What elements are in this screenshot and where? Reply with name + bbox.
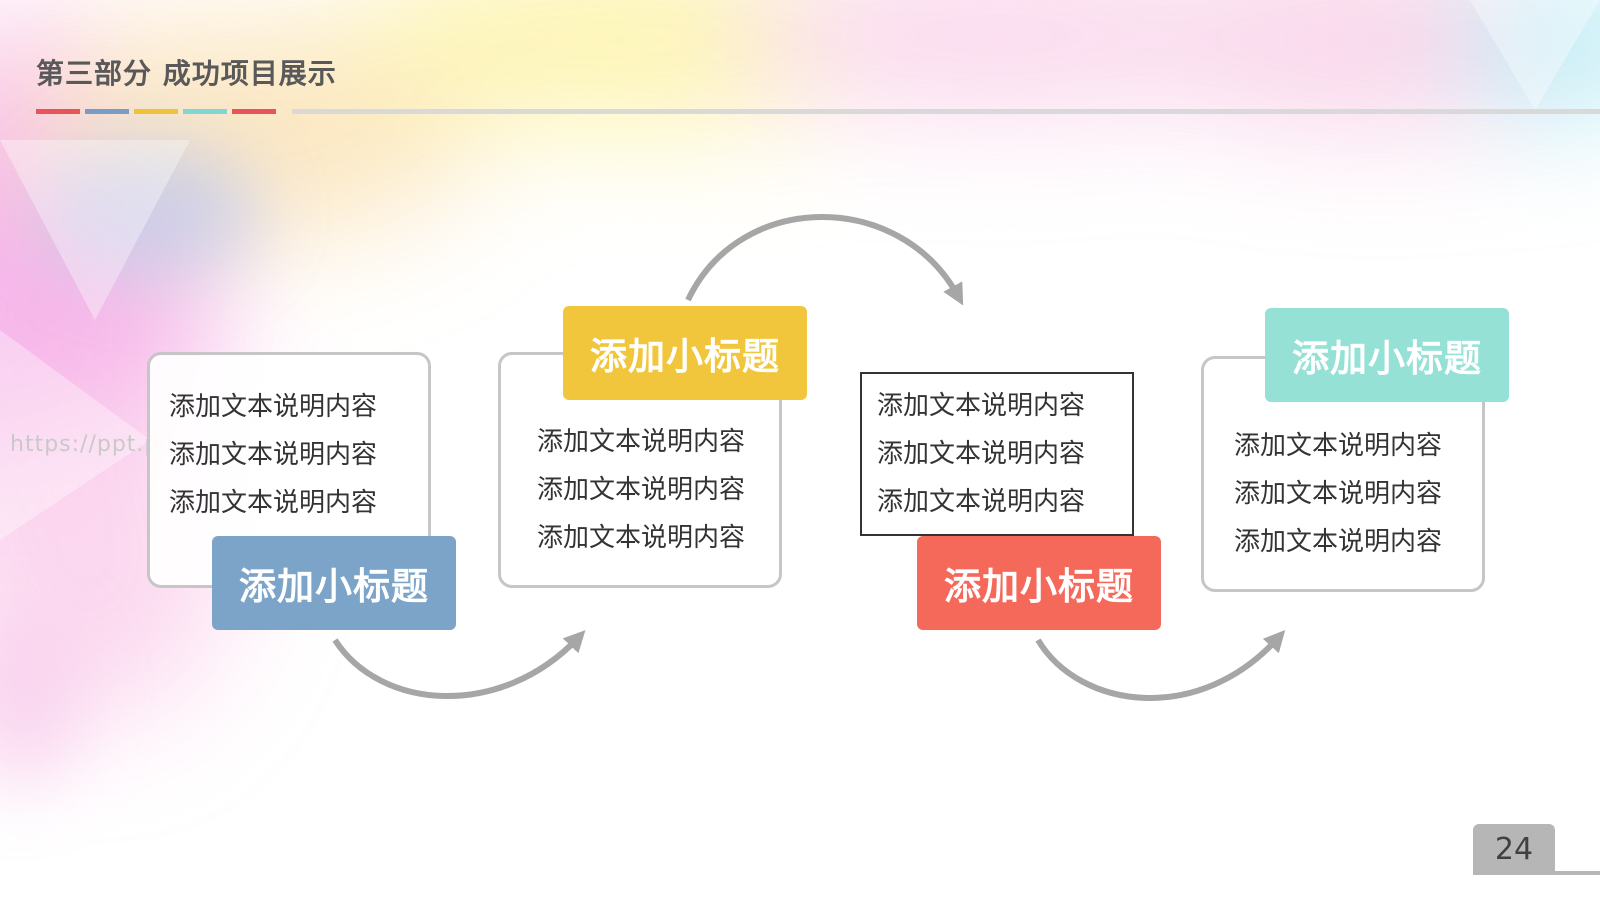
step-1-heading: 添加小标题	[212, 536, 456, 630]
step-2-line-3: 添加文本说明内容	[537, 523, 746, 553]
accent-bar-red	[36, 109, 80, 114]
step-3-line-3: 添加文本说明内容	[877, 487, 1086, 517]
step-1-line-1: 添加文本说明内容	[169, 392, 378, 422]
step-4-line-1: 添加文本说明内容	[1234, 431, 1443, 461]
title-underline	[292, 109, 1600, 114]
step-3-heading: 添加小标题	[917, 536, 1161, 630]
step-2-line-2: 添加文本说明内容	[537, 475, 746, 505]
step-3-card: 添加文本说明内容 添加文本说明内容 添加文本说明内容	[860, 372, 1134, 536]
step-4-line-3: 添加文本说明内容	[1234, 527, 1443, 557]
step-1-line-3: 添加文本说明内容	[169, 488, 378, 518]
step-4-heading: 添加小标题	[1265, 308, 1509, 402]
step-3-line-1: 添加文本说明内容	[877, 391, 1086, 421]
accent-bar-blue	[85, 109, 129, 114]
page-number-underline	[1473, 871, 1600, 875]
section-title: 第三部分 成功项目展示	[36, 57, 337, 90]
accent-bar-teal	[183, 109, 227, 114]
step-2-heading: 添加小标题	[563, 306, 807, 400]
step-3-line-2: 添加文本说明内容	[877, 439, 1086, 469]
step-4-line-2: 添加文本说明内容	[1234, 479, 1443, 509]
page-number: 24	[1473, 824, 1555, 874]
step-1-line-2: 添加文本说明内容	[169, 440, 378, 470]
accent-bar-yellow	[134, 109, 178, 114]
step-2-line-1: 添加文本说明内容	[537, 427, 746, 457]
accent-bar-red-2	[232, 109, 276, 114]
